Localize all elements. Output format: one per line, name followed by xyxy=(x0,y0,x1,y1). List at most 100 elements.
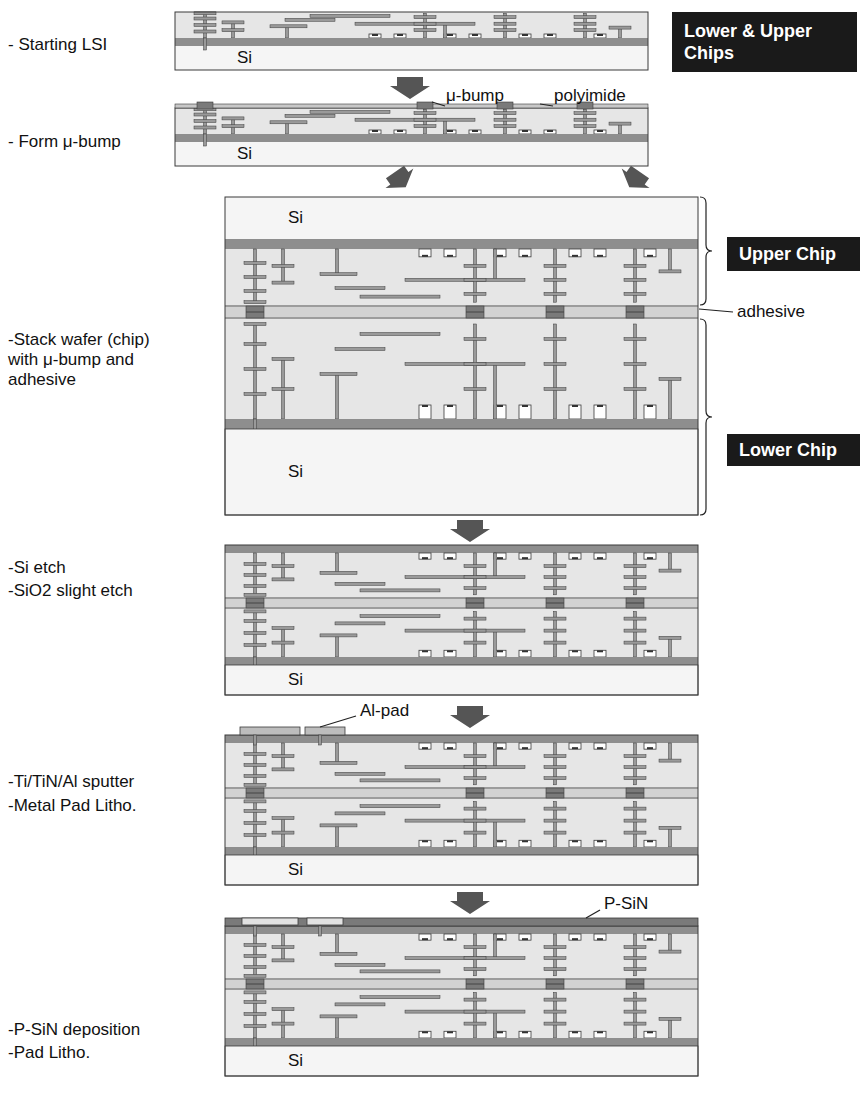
bump-joint xyxy=(626,603,644,604)
metal-line xyxy=(464,388,486,391)
micro-bump xyxy=(626,306,644,318)
gate-symbol xyxy=(422,557,428,559)
bump-joint xyxy=(246,984,264,985)
step-label: -P-SiN deposition xyxy=(8,1020,140,1040)
via-plug xyxy=(494,631,497,657)
gate-symbol xyxy=(497,747,503,749)
gate-symbol xyxy=(422,1031,428,1033)
metal-line xyxy=(624,831,646,834)
chip-outline xyxy=(175,12,648,70)
micro-bump xyxy=(466,788,484,798)
metal-line xyxy=(464,998,486,1001)
metal-line xyxy=(335,772,385,775)
metal-line xyxy=(544,363,566,366)
metal-line xyxy=(494,16,516,19)
gate-symbol xyxy=(422,650,428,652)
via-plug xyxy=(286,26,289,38)
metal-line xyxy=(624,264,646,267)
metal-line xyxy=(272,388,294,391)
metal-line xyxy=(360,615,440,618)
via-plug xyxy=(254,926,257,936)
metal-line xyxy=(464,957,486,960)
metal-line xyxy=(244,574,266,577)
adhesive-layer xyxy=(225,305,698,319)
metal-line xyxy=(222,125,244,128)
step-label: -Metal Pad Litho. xyxy=(8,796,137,816)
gate-symbol xyxy=(497,938,503,940)
al-pad xyxy=(305,727,345,735)
metal-line xyxy=(360,295,440,298)
via-plug xyxy=(494,364,497,419)
gate-symbol xyxy=(647,405,653,407)
metal-line xyxy=(194,113,216,116)
metal-line xyxy=(405,363,525,366)
gate-symbol xyxy=(572,557,578,559)
metal-line xyxy=(659,378,681,381)
gate-symbol xyxy=(422,405,428,407)
bump-joint xyxy=(546,312,564,313)
metal-line xyxy=(624,755,646,758)
bracket xyxy=(700,197,712,305)
transistor-symbol xyxy=(419,743,431,749)
metal-line xyxy=(244,764,266,767)
metal-line xyxy=(494,112,516,115)
gate-symbol xyxy=(497,650,503,652)
via-plug xyxy=(336,553,339,573)
metal-line xyxy=(659,1017,681,1020)
material-label: Si xyxy=(237,48,252,68)
material-label: Si xyxy=(288,860,303,880)
metal-line xyxy=(624,278,646,281)
chip-outline xyxy=(175,108,648,166)
transistor-symbol xyxy=(519,934,531,940)
device-layer xyxy=(225,239,698,249)
metal-line xyxy=(574,29,596,32)
material-label: Si xyxy=(288,1051,303,1071)
transistor-symbol xyxy=(644,840,656,847)
transistor-symbol xyxy=(519,743,531,749)
device-layer xyxy=(225,657,698,665)
via-plug xyxy=(336,635,339,657)
via-plug xyxy=(336,1016,339,1038)
via-plug xyxy=(669,379,672,419)
transistor-symbol xyxy=(519,553,531,559)
interconnect-layer xyxy=(175,12,648,38)
metal-line xyxy=(405,278,525,281)
step-label: -Si etch xyxy=(8,558,66,578)
metal-line xyxy=(244,1025,266,1028)
via-plug xyxy=(336,743,339,763)
metal-line xyxy=(270,121,307,124)
metal-line xyxy=(494,22,516,25)
metal-line xyxy=(609,26,631,29)
bump-joint xyxy=(626,312,644,313)
process-arrow xyxy=(450,892,490,914)
via-plug xyxy=(444,24,447,38)
bump-joint xyxy=(626,984,644,985)
transistor-symbol xyxy=(444,249,456,257)
metal-line xyxy=(320,761,357,764)
interconnect-layer xyxy=(225,553,698,597)
via-plug xyxy=(336,374,339,419)
via-plug xyxy=(669,1019,672,1038)
device-layer xyxy=(175,134,648,142)
metal-line xyxy=(360,805,440,808)
gate-symbol xyxy=(597,938,603,940)
via-plug xyxy=(336,249,339,274)
gate-symbol xyxy=(472,130,478,132)
metal-line xyxy=(272,831,294,834)
transistor-symbol xyxy=(569,934,581,940)
metal-line xyxy=(574,125,596,128)
via-plug xyxy=(669,638,672,657)
gate-symbol xyxy=(372,130,378,132)
transistor-symbol xyxy=(444,934,456,940)
gate-symbol xyxy=(647,255,653,257)
metal-line xyxy=(624,338,646,341)
transistor-symbol xyxy=(594,553,606,559)
interconnect-layer xyxy=(175,108,648,134)
bump-joint xyxy=(626,793,644,794)
transistor-symbol xyxy=(544,34,556,38)
al-pad xyxy=(240,727,300,735)
pad-opening xyxy=(242,918,298,925)
via-plug xyxy=(204,134,207,146)
metal-line xyxy=(464,807,486,810)
